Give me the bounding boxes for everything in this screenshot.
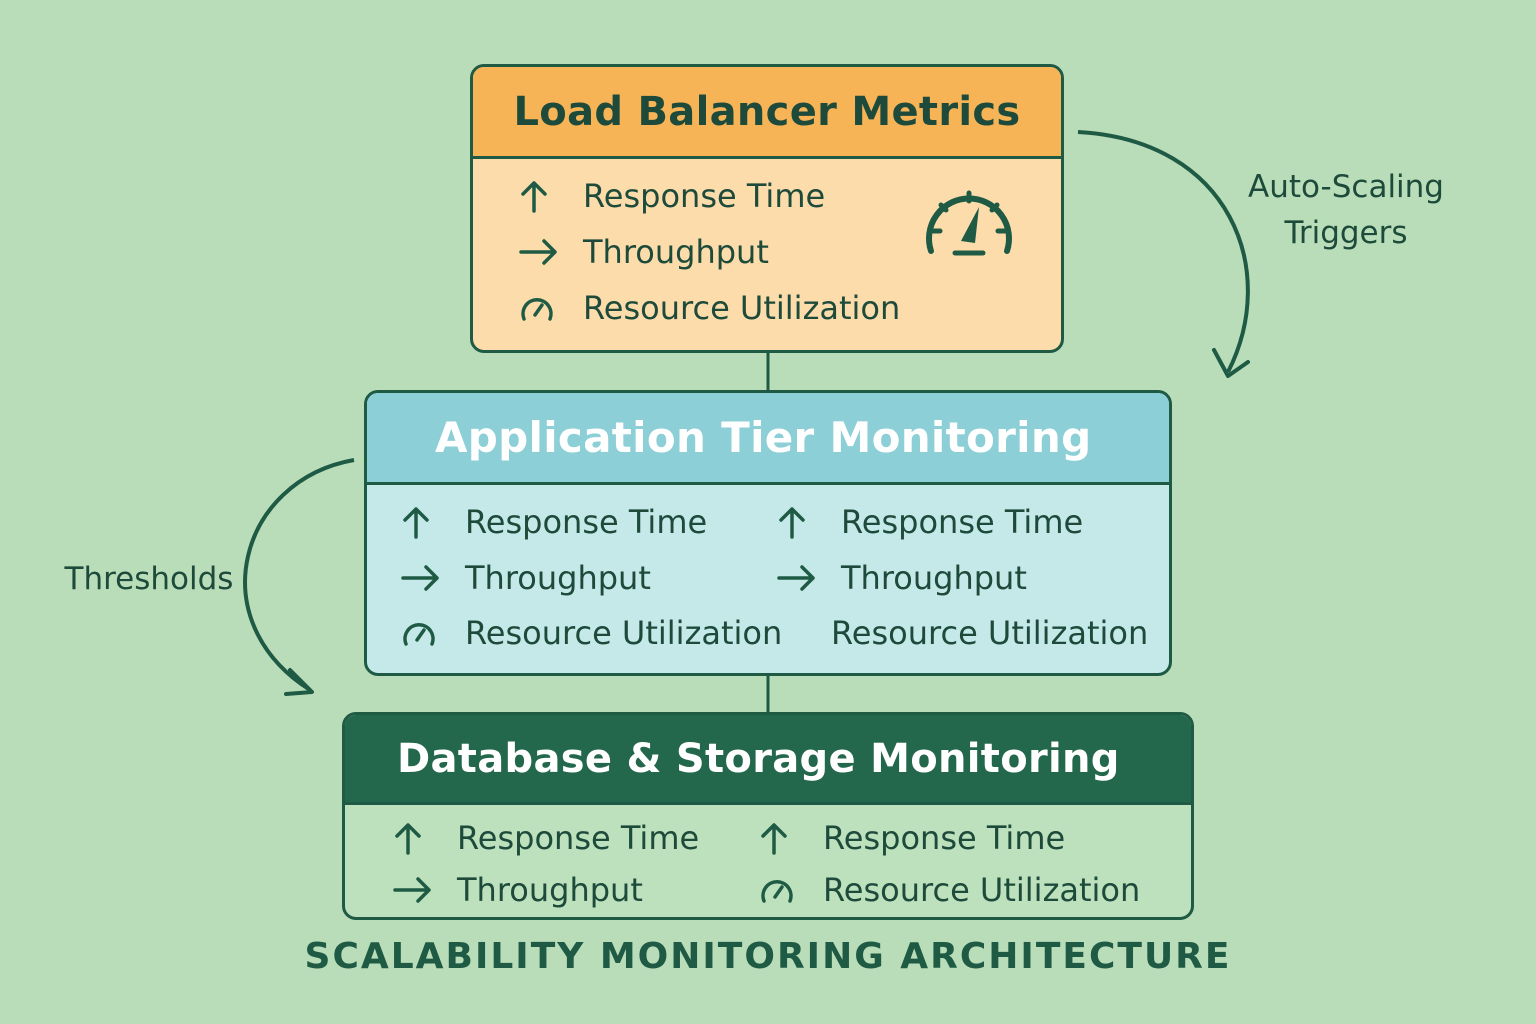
gauge-icon: [519, 290, 563, 326]
db-right-metric-resource-utilization: Resource Utilization: [759, 871, 1140, 909]
metric-label: Resource Utilization: [831, 614, 1149, 652]
db-right-metric-response-time: Response Time: [759, 819, 1065, 857]
auto-scaling-arrow: [1077, 130, 1250, 373]
arrow-right-icon: [777, 560, 821, 596]
app-right-metric-response-time: Response Time: [777, 503, 1083, 541]
thresholds-arrow: [243, 458, 355, 692]
load-balancer-header: Load Balancer Metrics: [473, 67, 1061, 159]
lb-metric-throughput: Throughput: [519, 233, 769, 271]
metric-label: Response Time: [583, 177, 826, 215]
metric-label: Throughput: [465, 559, 651, 597]
metric-label: Throughput: [457, 871, 643, 909]
metric-label: Resource Utilization: [823, 871, 1141, 909]
diagram-caption: SCALABILITY MONITORING ARCHITECTURE: [304, 936, 1232, 977]
app-left-metric-response-time: Response Time: [401, 503, 707, 541]
app-left-metric-resource-utilization: Resource Utilization: [401, 614, 782, 652]
gauge-icon: [759, 872, 803, 908]
arrow-up-icon: [393, 820, 437, 856]
arrow-up-icon: [777, 504, 821, 540]
db-left-metric-response-time: Response Time: [393, 819, 699, 857]
application-tier-title: Application Tier Monitoring: [435, 413, 1092, 462]
auto-scaling-triggers-label: Auto-Scaling Triggers: [1228, 164, 1464, 256]
speedometer-icon: [919, 179, 1019, 269]
arrow-right-icon: [401, 560, 445, 596]
load-balancer-title: Load Balancer Metrics: [513, 88, 1021, 135]
metric-label: Throughput: [841, 559, 1027, 597]
thresholds-text: Thresholds: [64, 561, 234, 597]
application-tier-header: Application Tier Monitoring: [367, 393, 1169, 485]
lb-metric-resource-utilization: Resource Utilization: [519, 289, 900, 327]
metric-label: Throughput: [583, 233, 769, 271]
app-right-metric-throughput: Throughput: [777, 559, 1027, 597]
arrow-right-icon: [393, 872, 437, 908]
auto-scaling-line-2: Triggers: [1284, 215, 1408, 251]
lb-metric-response-time: Response Time: [519, 177, 825, 215]
metric-label: Resource Utilization: [465, 614, 783, 652]
metric-label: Response Time: [457, 819, 700, 857]
database-storage-box: Database & Storage Monitoring Response T…: [342, 712, 1194, 920]
app-left-metric-throughput: Throughput: [401, 559, 651, 597]
application-tier-box: Application Tier Monitoring Response Tim…: [364, 390, 1172, 676]
thresholds-label: Thresholds: [54, 556, 244, 602]
auto-scaling-line-1: Auto-Scaling: [1247, 169, 1444, 205]
arrow-up-icon: [519, 178, 563, 214]
metric-label: Response Time: [823, 819, 1066, 857]
metric-label: Response Time: [841, 503, 1084, 541]
database-storage-header: Database & Storage Monitoring: [345, 715, 1191, 805]
gauge-icon: [401, 615, 445, 651]
load-balancer-box: Load Balancer Metrics Response Time Thro…: [470, 64, 1064, 353]
arrow-right-icon: [519, 234, 563, 270]
arrow-up-icon: [401, 504, 445, 540]
database-storage-title: Database & Storage Monitoring: [397, 735, 1120, 782]
metric-label: Response Time: [465, 503, 708, 541]
arrow-up-icon: [759, 820, 803, 856]
thresholds-arrowhead: [284, 668, 314, 696]
metric-label: Resource Utilization: [583, 289, 901, 327]
auto-scaling-arrowhead: [1212, 348, 1250, 378]
app-right-metric-resource-utilization: Resource Utilization: [831, 614, 1148, 652]
db-left-metric-throughput: Throughput: [393, 871, 643, 909]
